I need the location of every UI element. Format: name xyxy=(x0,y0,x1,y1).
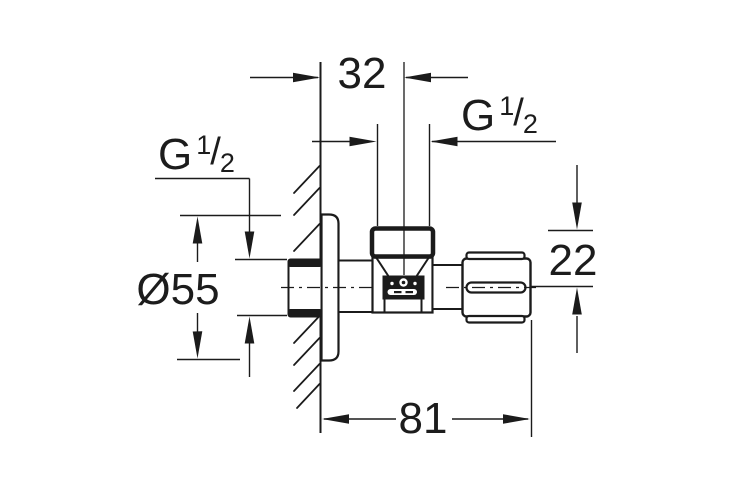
arrowhead-81-right xyxy=(503,414,530,424)
label-dim-81: 81 xyxy=(398,394,448,443)
ghalf-right-slash: / xyxy=(513,92,524,134)
inlet-thread-band-bottom xyxy=(288,309,322,317)
arrowhead-22-down xyxy=(572,202,582,230)
escutcheon-flange xyxy=(320,213,340,362)
ghalf-right-numerator: 1 xyxy=(499,91,515,121)
arrowhead-ghalf-left-down xyxy=(244,231,255,259)
label-dim-55: Ø55 xyxy=(136,265,220,314)
label-dim-22: 22 xyxy=(548,236,598,285)
ghalf-right-prefix: G xyxy=(461,91,496,140)
ghalf-left-denominator: 2 xyxy=(219,148,235,178)
valve-body-left-section xyxy=(337,259,374,313)
cartridge-face xyxy=(382,275,425,300)
arrowhead-ghalf-right-a xyxy=(349,136,377,147)
arrowhead-32-right xyxy=(404,72,431,83)
handle-knob xyxy=(461,251,532,324)
arrowhead-32-left xyxy=(293,72,320,83)
body-funnel-line-left xyxy=(375,257,390,278)
riser-nut xyxy=(369,226,436,259)
ghalf-left-slash: / xyxy=(210,131,221,173)
arrowhead-ghalf-left-up xyxy=(244,316,255,344)
knob-top-bar xyxy=(465,251,526,261)
body-funnel-line-right xyxy=(415,257,430,278)
ghalf-right-denominator: 2 xyxy=(522,109,538,139)
riser-extension-lines xyxy=(376,124,431,226)
arrowhead-dia55-down xyxy=(192,331,203,359)
inlet-thread-band-top xyxy=(288,259,322,267)
arrowhead-dia55-up xyxy=(192,216,203,244)
arrowhead-ghalf-right-b xyxy=(430,136,458,147)
arrowhead-81-left xyxy=(322,414,349,424)
knob-bottom-bar xyxy=(465,314,526,324)
wall-hatching xyxy=(293,165,321,409)
label-dim-32: 32 xyxy=(337,49,387,98)
ghalf-left-prefix: G xyxy=(158,130,193,179)
ghalf-left-numerator: 1 xyxy=(196,130,212,160)
dimension-arrowheads xyxy=(192,72,582,424)
arrowhead-22-up xyxy=(572,287,582,315)
